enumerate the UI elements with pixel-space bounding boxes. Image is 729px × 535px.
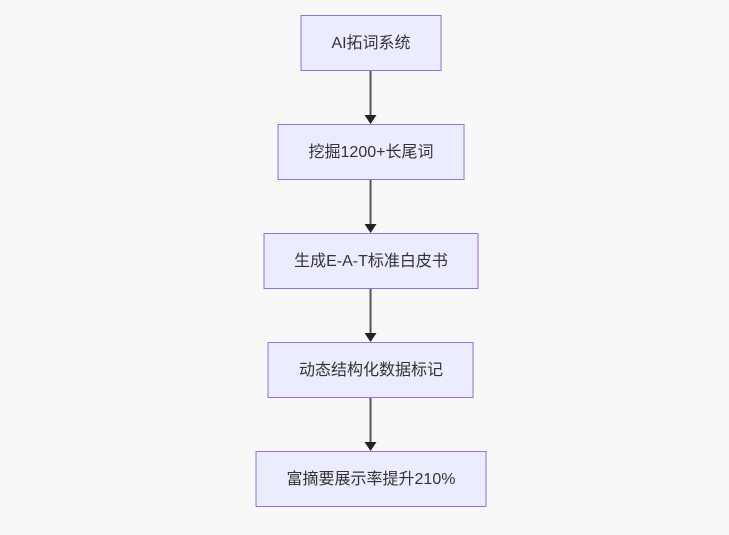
arrow-line — [370, 71, 372, 115]
flow-node-structured-data-markup: 动态结构化数据标记 — [267, 342, 474, 398]
arrow-line — [370, 180, 372, 224]
flow-arrow-4 — [365, 398, 377, 451]
flow-node-eat-whitepaper: 生成E-A-T标准白皮书 — [263, 233, 479, 289]
arrow-head-icon — [365, 442, 377, 451]
arrow-line — [370, 398, 372, 442]
arrow-line — [370, 289, 372, 333]
flow-node-longtail-keywords: 挖掘1200+长尾词 — [277, 124, 465, 180]
arrow-head-icon — [365, 115, 377, 124]
flowchart: AI拓词系统 挖掘1200+长尾词 生成E-A-T标准白皮书 动态结构化数据标记… — [255, 15, 487, 507]
arrow-head-icon — [365, 333, 377, 342]
flow-node-rich-snippet-rate: 富摘要展示率提升210% — [255, 451, 487, 507]
flow-node-ai-word-system: AI拓词系统 — [300, 15, 442, 71]
arrow-head-icon — [365, 224, 377, 233]
flow-arrow-2 — [365, 180, 377, 233]
flow-arrow-3 — [365, 289, 377, 342]
flow-arrow-1 — [365, 71, 377, 124]
